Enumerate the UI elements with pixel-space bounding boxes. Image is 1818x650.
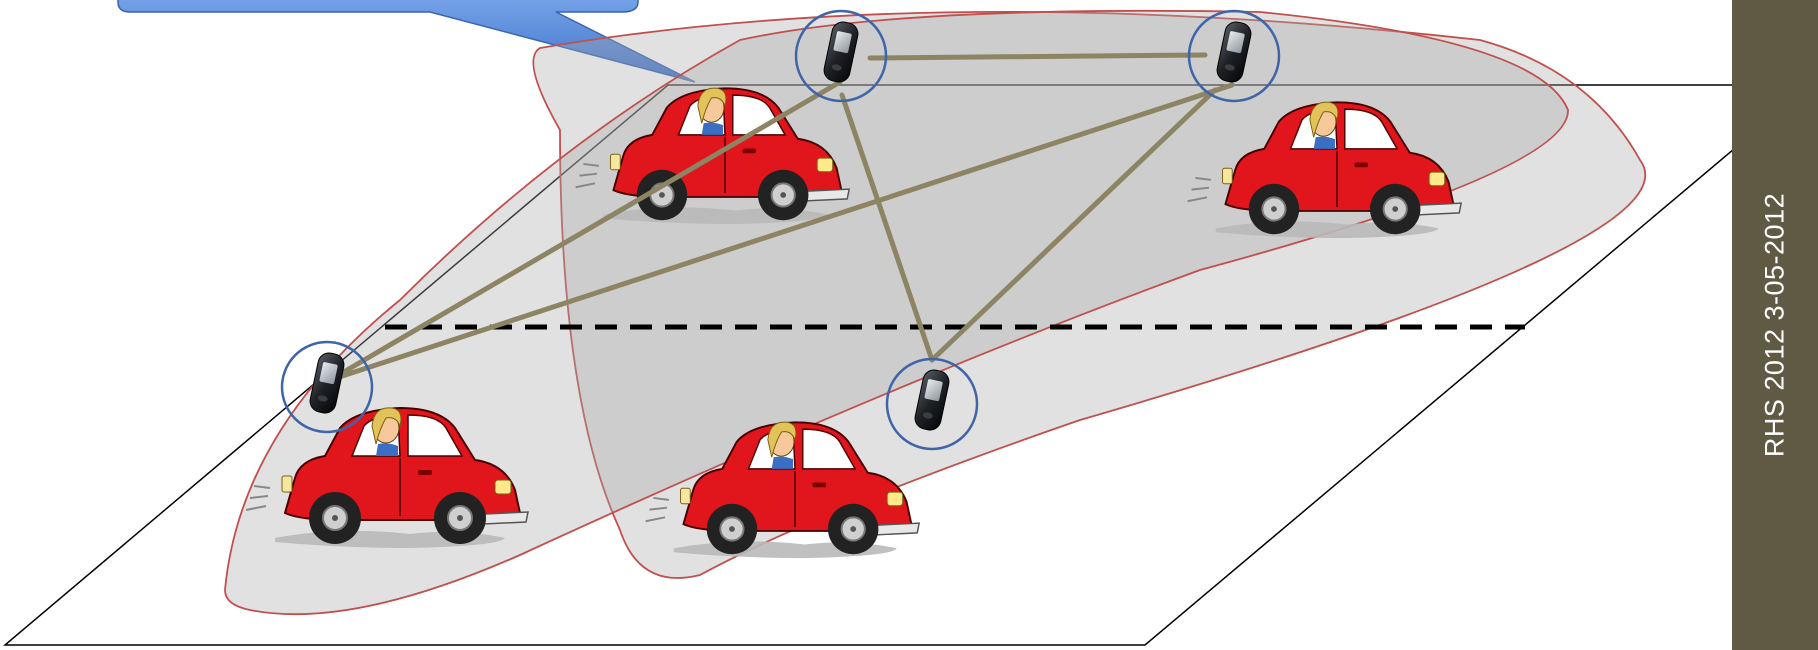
phone-node-2 — [794, 9, 888, 103]
slide-sidebar — [1732, 0, 1818, 650]
road-plane — [2, 84, 1813, 646]
network-links — [327, 52, 1235, 383]
slide-date-label: RHS 2012 3-05-2012 — [1759, 192, 1790, 458]
link-2-5 — [839, 92, 935, 363]
callout-bubble — [117, 0, 696, 83]
phone-node-5 — [885, 357, 979, 451]
phone-node-1 — [280, 340, 374, 434]
link-3-5 — [929, 87, 1218, 363]
link-1-2 — [327, 79, 843, 383]
cluster-region-b — [224, 9, 1569, 616]
phone-node-3 — [1187, 9, 1281, 103]
link-2-3 — [867, 52, 1208, 61]
link-1-3 — [327, 82, 1235, 383]
